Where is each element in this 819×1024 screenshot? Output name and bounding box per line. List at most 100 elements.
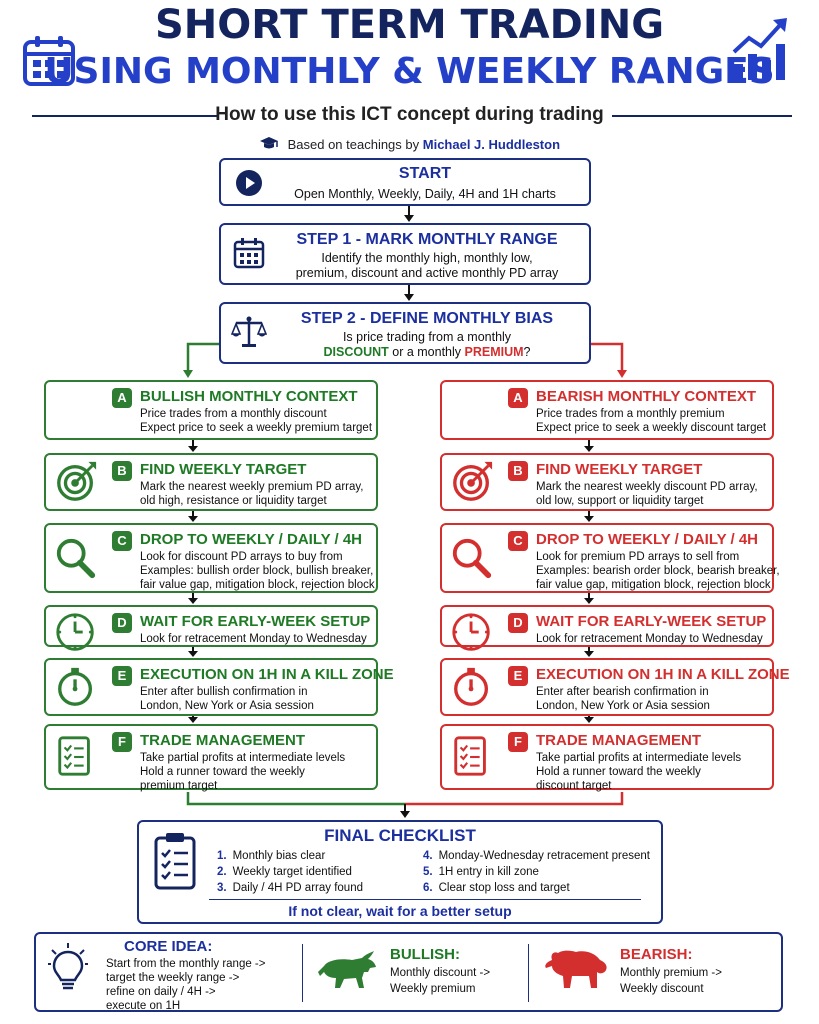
step-text: Take partial profits at intermediate lev… <box>536 752 742 764</box>
core-divider <box>302 944 303 1002</box>
connector <box>588 440 590 447</box>
bull-icon <box>318 951 376 988</box>
target-icon <box>57 461 97 501</box>
step-text: Expect price to seek a weekly premium ta… <box>140 422 373 434</box>
bearish-step-d: D WAIT FOR EARLY-WEEK SETUP Look for retra… <box>440 605 774 651</box>
step-title: TRADE MANAGEMENT <box>536 732 701 749</box>
clipboard-icon <box>154 833 196 890</box>
connector <box>588 647 590 652</box>
connector <box>408 206 410 216</box>
page-subtitle-main: USING MONTHLY & WEEKLY RANGES <box>44 51 775 92</box>
bearish-step-b: B FIND WEEKLY TARGET Mark the nearest week… <box>440 453 774 511</box>
step-badge: D <box>508 613 528 633</box>
graduation-cap-icon <box>259 137 278 149</box>
credit-line: Based on teachings by Michael J. Huddles… <box>0 136 819 152</box>
start-text: Open Monthly, Weekly, Daily, 4H and 1H c… <box>294 187 556 201</box>
growth-chart-icon <box>732 18 787 80</box>
checklist-divider <box>209 899 641 900</box>
magnifier-icon <box>452 538 492 579</box>
step-text: Enter after bullish confirmation in <box>140 686 308 698</box>
bull-line: Weekly premium <box>390 983 476 995</box>
checklist-icon <box>58 736 90 776</box>
page-title: SHORT TERM TRADING <box>154 2 665 48</box>
checklist-item: 6.Clear stop loss and target <box>423 882 570 894</box>
calendar-icon <box>233 238 265 269</box>
step-badge: D <box>112 613 132 633</box>
step-title: FIND WEEKLY TARGET <box>140 461 307 478</box>
core-line: target the weekly range -> <box>106 972 240 984</box>
step-title: WAIT FOR EARLY-WEEK SETUP <box>536 613 767 630</box>
credit-name: Michael J. Huddleston <box>422 137 561 152</box>
or-text: or a monthly <box>392 345 462 359</box>
step2-line2: DISCOUNT or a monthly PREMIUM? <box>271 345 583 360</box>
step-text: London, New York or Asia session <box>536 700 710 712</box>
magnifier-icon <box>56 538 96 579</box>
connector <box>588 511 590 517</box>
arrow-down <box>404 294 414 301</box>
subtitle: How to use this ICT concept during tradi… <box>215 104 604 125</box>
step2-box: STEP 2 - DEFINE MONTHLY BIAS Is price tr… <box>219 302 591 364</box>
arrow-down <box>584 446 594 452</box>
start-box: START Open Monthly, Weekly, Daily, 4H an… <box>219 158 591 206</box>
step-title: EXECUTION ON 1H IN A KILL ZONE <box>536 666 790 683</box>
checklist-item: 3.Daily / 4H PD array found <box>217 882 363 894</box>
step-text: Price trades from a monthly discount <box>140 408 327 420</box>
branch-connectors <box>183 342 627 378</box>
step-text: Mark the nearest weekly discount PD arra… <box>536 481 758 493</box>
credit-prefix: Based on teachings by <box>287 137 420 152</box>
step-text: London, New York or Asia session <box>140 700 314 712</box>
bull-title: BULLISH: <box>390 946 460 963</box>
checklist-item: 4.Monday-Wednesday retracement present <box>423 850 650 862</box>
clock-icon <box>56 613 94 651</box>
checklist-item: 2.Weekly target identified <box>217 866 352 878</box>
arrow-down <box>188 651 198 657</box>
bear-icon <box>450 389 502 431</box>
step-badge: B <box>508 461 528 481</box>
step-title: BEARISH MONTHLY CONTEXT <box>536 388 757 405</box>
step2-title: STEP 2 - DEFINE MONTHLY BIAS <box>300 310 554 327</box>
final-checklist-box: FINAL CHECKLIST 1.Monthly bias clear 2.W… <box>137 820 663 924</box>
checklist-item: 1.Monthly bias clear <box>217 850 326 862</box>
scale-icon <box>231 316 267 347</box>
step-title: FIND WEEKLY TARGET <box>536 461 703 478</box>
bear-title: BEARISH: <box>620 946 693 963</box>
core-line: refine on daily / 4H -> <box>106 986 216 998</box>
bear-line: Monthly premium -> <box>620 967 722 979</box>
step-text: fair value gap, mitigation block, reject… <box>140 579 375 591</box>
step-text: Expect price to seek a weekly discount t… <box>536 422 767 434</box>
lightbulb-icon <box>48 943 88 990</box>
step-text: Take partial profits at intermediate lev… <box>140 752 346 764</box>
arrow-down <box>188 717 198 723</box>
step-badge: C <box>112 531 132 551</box>
checklist-icon <box>454 736 486 776</box>
connector <box>192 511 194 517</box>
step-badge: F <box>508 732 528 752</box>
checklist-title: FINAL CHECKLIST <box>324 826 476 845</box>
step-badge: E <box>112 666 132 686</box>
step-badge: E <box>508 666 528 686</box>
step-title: DROP TO WEEKLY / DAILY / 4H <box>536 531 759 548</box>
step1-line1: Identify the monthly high, monthly low, <box>321 251 533 265</box>
step-text: Hold a runner toward the weekly <box>536 766 701 778</box>
core-line: execute on 1H <box>106 1000 181 1012</box>
core-line: Start from the monthly range -> <box>106 958 266 970</box>
connector <box>192 593 194 599</box>
core-idea-box: CORE IDEA: Start from the monthly range … <box>34 932 783 1012</box>
calendar-icon <box>23 36 75 86</box>
step-title: DROP TO WEEKLY / DAILY / 4H <box>140 531 363 548</box>
clock-icon <box>452 613 490 651</box>
step-text: Look for retracement Monday to Wednesday <box>140 633 367 645</box>
step-text: Look for retracement Monday to Wednesday <box>536 633 763 645</box>
discount-label: DISCOUNT <box>323 345 389 359</box>
step1-box: STEP 1 - MARK MONTHLY RANGE Identify the… <box>219 223 591 285</box>
step-text: Enter after bearish confirmation in <box>536 686 709 698</box>
step-badge: C <box>508 531 528 551</box>
connector <box>408 285 410 295</box>
